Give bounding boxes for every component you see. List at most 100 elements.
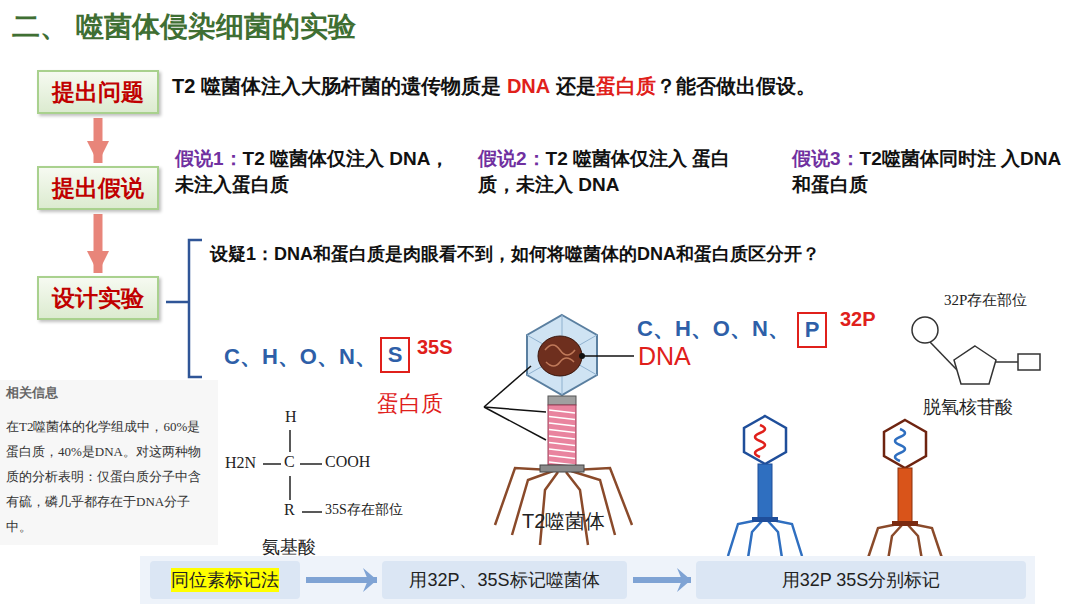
slide-text: 还是 — [556, 73, 596, 100]
sheath-stripe — [549, 443, 575, 446]
hypothesis: 假说3：T2噬菌体同时注 入DNA和蛋白质 — [792, 146, 1072, 197]
dna-core — [538, 336, 582, 376]
step-box: 提出问题 — [37, 70, 159, 114]
base-plate — [892, 521, 918, 526]
phosphate-circle — [912, 317, 938, 343]
step-box: 提出假说 — [37, 166, 159, 210]
label: 在T2噬菌体的化学组成中，60%是蛋白质，40%是DNA。对这两种物质的分析表明… — [6, 414, 212, 539]
leader-lines — [484, 356, 634, 440]
slide-text: 假说1： — [175, 148, 243, 169]
element-box: S — [380, 337, 410, 373]
box-text: S — [388, 342, 403, 368]
tail-fibers — [728, 520, 802, 558]
label: C、H、O、N、 — [224, 342, 377, 372]
dna-strand — [755, 425, 765, 457]
box-text: 提出问题 — [52, 77, 144, 108]
base-plate — [540, 465, 584, 472]
bond — [289, 430, 291, 452]
flow-band — [140, 556, 1035, 604]
label: C、H、O、N、 — [637, 314, 790, 344]
step-arrow — [94, 214, 103, 273]
bond — [996, 361, 1018, 363]
label: 相关信息 — [6, 384, 58, 402]
nucleotide-sketch — [912, 317, 1040, 384]
capsid-head — [527, 315, 597, 395]
label: 蛋白质 — [377, 389, 443, 419]
box-text: 同位素标记法 — [171, 568, 279, 592]
tail-fiber — [566, 472, 588, 545]
tail-fibers — [868, 524, 942, 560]
capsid-facets — [527, 315, 597, 395]
dna-strand — [545, 345, 575, 366]
dna-strand — [895, 429, 905, 461]
step-box: 设计实验 — [37, 276, 159, 320]
box-text: 提出假说 — [52, 173, 144, 204]
slide-text: DNA — [501, 73, 556, 100]
amino-acid-bonds — [263, 430, 322, 512]
tail-sheath — [548, 405, 576, 465]
slide-text: T2 噬菌体注入大肠杆菌的遗传物质是 — [172, 73, 501, 100]
label: 设疑1：DNA和蛋白质是肉眼看不到，如何将噬菌体的DNA和蛋白质区分开？ — [210, 242, 820, 266]
box-text: 设计实验 — [52, 283, 144, 314]
tail-fibers — [495, 468, 632, 545]
hypothesis: 假说1：T2 噬菌体仅注入 DNA，未注入蛋白质 — [175, 146, 460, 197]
label: 32P存在部位 — [944, 291, 1027, 310]
flow-box: 用32P、35S标记噬菌体 — [382, 561, 627, 599]
sugar-pentagon — [954, 346, 996, 384]
base-rect — [1018, 354, 1040, 370]
slide-title: 二、 噬菌体侵染细菌的实验 — [12, 8, 356, 46]
sheath-stripe — [549, 456, 575, 459]
hypothesis: 假说2：T2 噬菌体仅注入 蛋白质，未注入 DNA — [478, 146, 763, 197]
phage-35s — [868, 420, 942, 560]
bond — [930, 342, 957, 370]
question-row: T2 噬菌体注入大肠杆菌的遗传物质是DNA还是蛋白质？能否做出假设。 — [172, 73, 816, 100]
info-panel — [0, 380, 218, 545]
sheath-stripe — [549, 449, 575, 452]
label: 35S存在部位 — [325, 501, 403, 519]
slide-text: 假说3： — [792, 148, 860, 169]
slide-text: 蛋白质 — [596, 73, 656, 100]
label: T2噬菌体 — [522, 508, 605, 535]
base-plate — [752, 517, 778, 522]
tail-sheath — [758, 464, 772, 518]
step-arrow — [94, 118, 103, 163]
flow-box: 同位素标记法 — [150, 561, 300, 599]
pointer-dot — [579, 353, 585, 359]
bond — [300, 463, 322, 465]
flow-arrow — [306, 577, 377, 583]
bond — [263, 463, 281, 465]
sheath-stripe — [549, 410, 575, 413]
capsid-head — [744, 416, 786, 464]
label: H — [285, 408, 297, 426]
bracket — [166, 240, 202, 377]
sheath-stripe — [549, 417, 575, 420]
slide-text: ？能否做出假设。 — [656, 73, 816, 100]
collar — [548, 396, 576, 405]
leader-line — [302, 511, 322, 513]
flow-box: 用32P 35S分别标记 — [696, 561, 1026, 599]
label: C — [284, 453, 295, 471]
box-text: 用32P、35S标记噬菌体 — [409, 568, 599, 592]
sheath-stripe — [549, 430, 575, 433]
element-box: P — [797, 312, 827, 348]
sheath-stripe — [549, 423, 575, 426]
label: 32P — [840, 308, 876, 331]
tail-sheath — [898, 468, 912, 522]
bond — [289, 476, 291, 500]
label: DNA — [638, 342, 691, 371]
box-text: 用32P 35S分别标记 — [782, 568, 941, 592]
label: 脱氧核苷酸 — [923, 395, 1013, 419]
box-text: P — [805, 317, 820, 343]
label: 35S — [417, 336, 453, 359]
sheath-stripe — [549, 436, 575, 439]
t2-phage — [484, 315, 634, 545]
label: COOH — [325, 453, 370, 471]
label: R — [284, 501, 295, 519]
flow-arrow — [633, 577, 691, 583]
slide-text: 假说2： — [478, 148, 546, 169]
tail-fiber — [540, 472, 558, 545]
capsid-head — [884, 420, 926, 468]
sheath-stripes — [549, 410, 575, 465]
label: 氨基酸 — [262, 535, 316, 559]
